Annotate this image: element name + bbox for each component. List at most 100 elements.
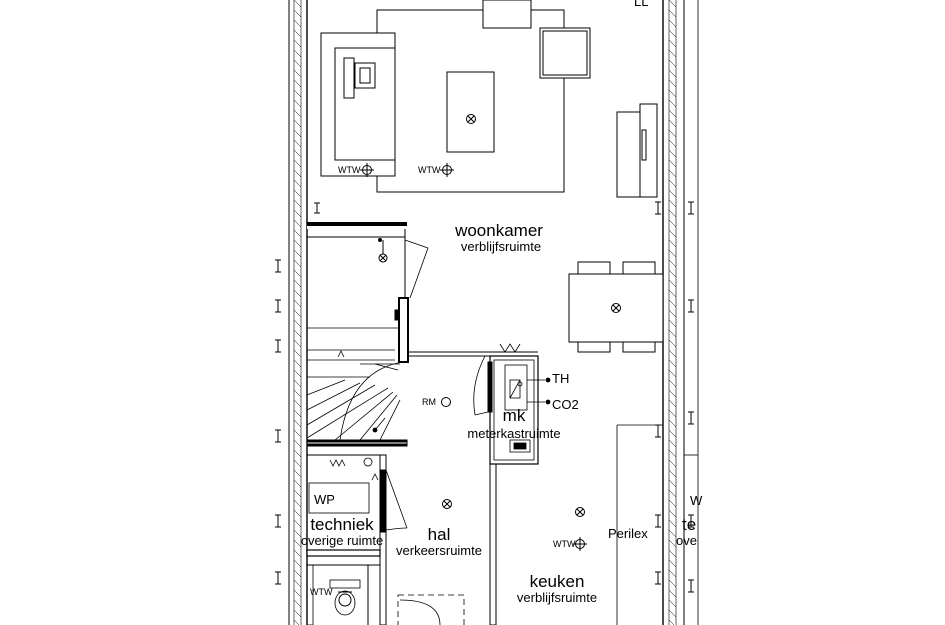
hatch-mark [668, 339, 677, 348]
hatch-mark [668, 319, 677, 328]
hatch-mark [668, 249, 677, 258]
hatch-mark [668, 29, 677, 38]
hatch-mark [668, 459, 677, 468]
hatch-mark [668, 89, 677, 98]
hatch-mark [668, 259, 677, 268]
wtw-vent-icon [338, 591, 352, 607]
hatch-mark [668, 179, 677, 188]
room-name-techniek: techniek [310, 515, 374, 534]
smoke-detector-icon [441, 397, 451, 407]
hatch-mark [293, 119, 302, 128]
wall-hatching [293, 0, 677, 625]
room-function-mk: meterkastruimte [467, 426, 560, 441]
hatch-mark [293, 229, 302, 238]
hatch-mark [293, 109, 302, 118]
hatch-mark [293, 49, 302, 58]
hatch-mark [293, 209, 302, 218]
hatch-mark [293, 59, 302, 68]
hatch-mark [668, 279, 677, 288]
hatch-mark [293, 519, 302, 528]
hatch-mark [668, 449, 677, 458]
hatch-mark [293, 549, 302, 558]
hatch-mark [293, 99, 302, 108]
hatch-mark [293, 319, 302, 328]
hatch-mark [293, 499, 302, 508]
hatch-mark [668, 499, 677, 508]
hatch-mark [668, 439, 677, 448]
hatch-mark [293, 409, 302, 418]
hatch-mark [293, 69, 302, 78]
hatch-mark [293, 179, 302, 188]
wtw-label: WTW [310, 587, 333, 597]
doors [385, 239, 521, 625]
hatch-mark [293, 219, 302, 228]
switch-icon [378, 238, 388, 263]
hatch-mark [293, 349, 302, 358]
hatch-mark [668, 99, 677, 108]
hatch-mark [293, 289, 302, 298]
hatch-mark [293, 39, 302, 48]
hatch-mark [668, 49, 677, 58]
hatch-mark [293, 189, 302, 198]
light-icon [442, 499, 452, 509]
hatch-mark [293, 299, 302, 308]
hatch-mark [668, 619, 675, 625]
hatch-mark [668, 119, 677, 128]
hatch-mark [293, 259, 302, 268]
hatch-mark [668, 509, 677, 518]
hatch-mark [668, 109, 677, 118]
hatch-mark [668, 309, 677, 318]
hatch-mark [668, 369, 677, 378]
top-right-label: LL [634, 0, 648, 9]
hatch-mark [293, 469, 302, 478]
hatch-mark [293, 619, 300, 625]
armchair [482, 0, 532, 29]
hatch-mark [668, 529, 677, 538]
wtw-vent-icon [360, 163, 374, 177]
technique-equipment [308, 457, 379, 616]
hatch-mark [293, 429, 302, 438]
hatch-mark [293, 489, 302, 498]
wtw-label: WTW [418, 165, 441, 175]
hatch-mark [293, 89, 302, 98]
co2-label: CO2 [552, 397, 579, 412]
room-name-neighbor: te [682, 515, 696, 534]
hatch-mark [293, 309, 302, 318]
hatch-mark [668, 299, 677, 308]
hatch-mark [668, 39, 677, 48]
hatch-mark [293, 419, 302, 428]
hatch-mark [293, 599, 302, 608]
interior-walls [306, 222, 698, 625]
room-name-woonkamer: woonkamer [454, 221, 543, 240]
hatch-mark [668, 269, 677, 278]
hatch-mark [668, 399, 677, 408]
hatch-mark [293, 9, 302, 18]
room-labels: woonkamer verblijfsruimte mk meterkastru… [301, 221, 697, 605]
hatch-mark [293, 379, 302, 388]
wtw-vent-icon [440, 163, 454, 177]
staircase [306, 327, 404, 441]
hatch-mark [668, 59, 677, 68]
hatch-mark [668, 599, 677, 608]
hatch-mark [293, 139, 302, 148]
hatch-mark [293, 79, 302, 88]
hatch-mark [293, 439, 302, 448]
hatch-mark [293, 459, 302, 468]
th-label: TH [552, 371, 569, 386]
hatch-mark [668, 139, 677, 148]
hatch-mark [668, 69, 677, 78]
light-fixtures [378, 114, 621, 517]
hatch-mark [668, 429, 677, 438]
hatch-mark [668, 489, 677, 498]
hatch-mark [293, 509, 302, 518]
hatch-mark [668, 149, 677, 158]
wtw-vent-icon [573, 537, 587, 551]
hatch-mark [668, 579, 677, 588]
hatch-mark [668, 409, 677, 418]
hatch-mark [293, 399, 302, 408]
hatch-mark [293, 29, 302, 38]
hatch-mark [668, 389, 677, 398]
hatch-mark [668, 559, 677, 568]
hatch-mark [668, 419, 677, 428]
hatch-mark [668, 359, 677, 368]
